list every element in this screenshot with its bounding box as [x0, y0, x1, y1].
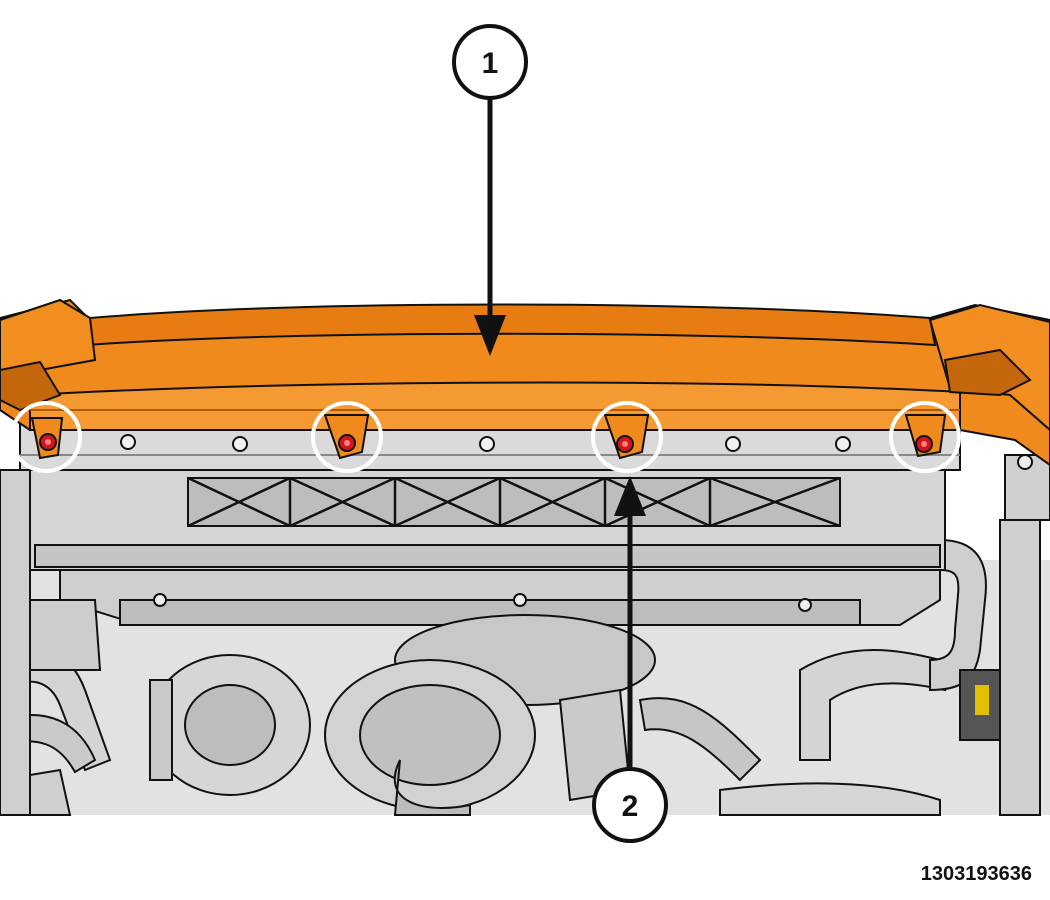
fastener-highlight-circles	[10, 401, 961, 473]
fastener-brackets	[30, 414, 947, 460]
bracket-3	[603, 414, 650, 460]
callout-2-circle	[592, 767, 668, 843]
highlight-circle-1	[10, 401, 82, 473]
bracket-4	[904, 414, 947, 458]
arrowhead-1	[474, 315, 506, 356]
highlight-circle-2	[311, 401, 383, 473]
highlight-circle-3	[591, 401, 663, 473]
leader-lines	[474, 98, 646, 768]
radiator-support	[0, 454, 1050, 816]
engine-components	[0, 519, 1050, 816]
callout-2: 2	[592, 767, 668, 843]
arrowhead-2	[614, 476, 646, 516]
orange-upper-panel	[0, 298, 1050, 467]
figure-number: 1303193636	[920, 863, 1032, 885]
bracket-1	[30, 417, 64, 460]
callout-1: 1	[452, 24, 528, 100]
bracket-2	[323, 414, 370, 460]
callout-1-label: 1	[482, 47, 499, 80]
callout-2-label: 2	[622, 790, 639, 823]
callout-1-circle	[452, 24, 528, 100]
highlight-circle-4	[889, 401, 961, 473]
